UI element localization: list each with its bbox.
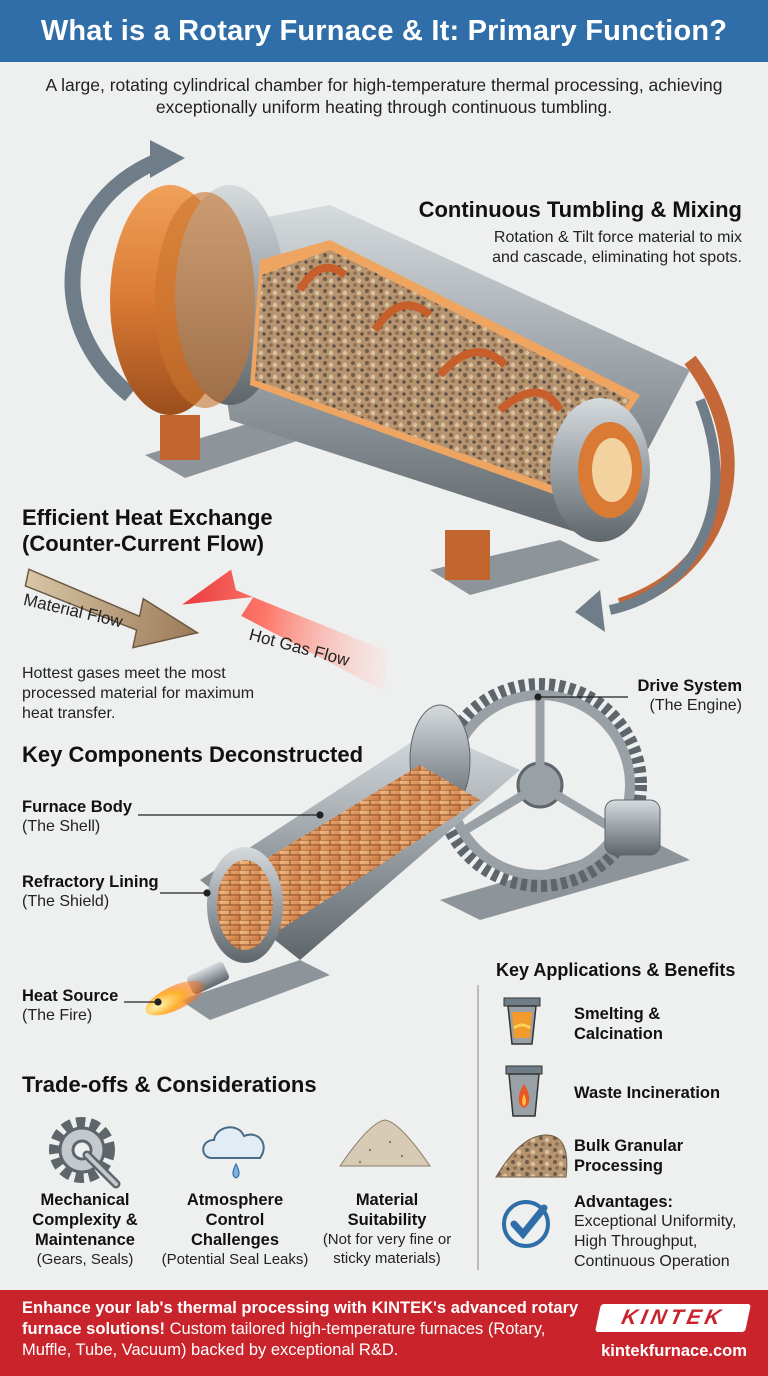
hot-gas-flow-arrow	[182, 569, 389, 692]
checkmark-icon	[502, 1200, 550, 1248]
footer-url-link[interactable]: kintekfurnace.com	[601, 1342, 747, 1360]
component-furnace-body: Furnace Body (The Shell)	[22, 797, 162, 837]
component-drive-system: Drive System (The Engine)	[560, 676, 742, 716]
footer-text: Enhance your lab's thermal processing wi…	[22, 1298, 582, 1361]
material-flow-arrow	[24, 568, 200, 649]
kintek-logo-text: KINTEK	[619, 1306, 727, 1329]
tradeoff-title-line: Atmosphere	[186, 1191, 284, 1209]
component-alias: (The Shield)	[22, 893, 110, 910]
incinerator-icon	[505, 1065, 543, 1117]
component-name: Furnace Body	[22, 798, 133, 816]
component-name: Heat Source	[22, 987, 119, 1005]
granular-pile-icon	[495, 1134, 568, 1178]
tradeoff-note: (Not for very fine or sticky materials)	[322, 1231, 452, 1267]
rotation-arrow-left	[64, 140, 185, 402]
footer-body-text: Custom tailored high-temperature furnace…	[22, 1320, 546, 1359]
tradeoff-title-line: Challenges	[190, 1231, 280, 1249]
tradeoff-note: (Gears, Seals)	[36, 1251, 134, 1268]
applications-heading: Key Applications & Benefits	[496, 960, 736, 980]
tradeoff-note: (Potential Seal Leaks)	[161, 1251, 309, 1268]
application-waste-incineration: Waste Incineration	[574, 1084, 721, 1102]
footer-bold-text: Enhance your lab's thermal processing wi…	[22, 1299, 579, 1338]
tradeoff-atmosphere: Atmosphere Control Challenges (Potential…	[158, 1190, 312, 1270]
tradeoff-title-line: Material	[355, 1191, 419, 1209]
crucible-icon	[503, 997, 541, 1045]
component-refractory-lining: Refractory Lining (The Shield)	[22, 872, 182, 912]
component-name: Drive System	[637, 677, 742, 695]
advantages-heading: Advantages:	[574, 1193, 674, 1211]
tumbling-text: Rotation & Tilt force material to mix an…	[492, 229, 742, 266]
heat-exchange-heading-line2: (Counter-Current Flow)	[22, 531, 264, 556]
footer-banner: Enhance your lab's thermal processing wi…	[0, 1290, 768, 1376]
tradeoff-title-line: Control	[205, 1211, 265, 1229]
kintek-logo[interactable]: KINTEK	[595, 1304, 751, 1332]
component-alias: (The Shell)	[22, 818, 101, 835]
component-heat-source: Heat Source (The Fire)	[22, 986, 162, 1026]
heat-exchange-heading: Efficient Heat Exchange (Counter-Current…	[22, 505, 382, 557]
cloud-leak-icon	[202, 1126, 265, 1179]
application-bulk-granular: Bulk Granular Processing	[574, 1137, 684, 1175]
application-smelting: Smelting & Calcination	[574, 1005, 663, 1043]
advantage-item: Continuous Operation	[574, 1253, 730, 1270]
component-alias: (The Engine)	[649, 697, 743, 714]
furnace-components-cutaway	[145, 678, 690, 1020]
powder-pile-icon	[339, 1119, 431, 1167]
rotation-arrow-right	[575, 355, 735, 632]
tumbling-heading: Continuous Tumbling & Mixing	[418, 197, 742, 222]
rotary-furnace-cutaway	[110, 185, 690, 595]
tradeoff-title-line: Mechanical	[40, 1191, 130, 1209]
advantage-item: High Throughput,	[574, 1233, 698, 1250]
page-title: What is a Rotary Furnace & It: Primary F…	[0, 0, 768, 62]
component-alias: (The Fire)	[22, 1007, 93, 1024]
gear-wrench-icon	[49, 1117, 121, 1189]
tradeoff-material: Material Suitability (Not for very fine …	[312, 1190, 462, 1268]
components-heading: Key Components Deconstructed	[22, 742, 364, 767]
component-name: Refractory Lining	[22, 873, 159, 891]
tradeoff-title-line: Complexity &	[32, 1211, 138, 1229]
leader-lines	[124, 693, 628, 1006]
advantage-item: Exceptional Uniformity,	[574, 1213, 737, 1230]
tradeoffs-heading: Trade-offs & Considerations	[22, 1072, 317, 1097]
tradeoff-mechanical: Mechanical Complexity & Maintenance (Gea…	[20, 1190, 150, 1270]
advantages-block: Advantages: Exceptional Uniformity, High…	[574, 1192, 764, 1272]
tradeoff-title-line: Suitability	[347, 1211, 427, 1229]
heat-exchange-heading-line1: Efficient Heat Exchange	[22, 505, 273, 530]
tradeoff-title-line: Maintenance	[35, 1231, 135, 1249]
page-subtitle: A large, rotating cylindrical chamber fo…	[45, 75, 723, 117]
heat-exchange-text: Hottest gases meet the most processed ma…	[22, 665, 255, 722]
